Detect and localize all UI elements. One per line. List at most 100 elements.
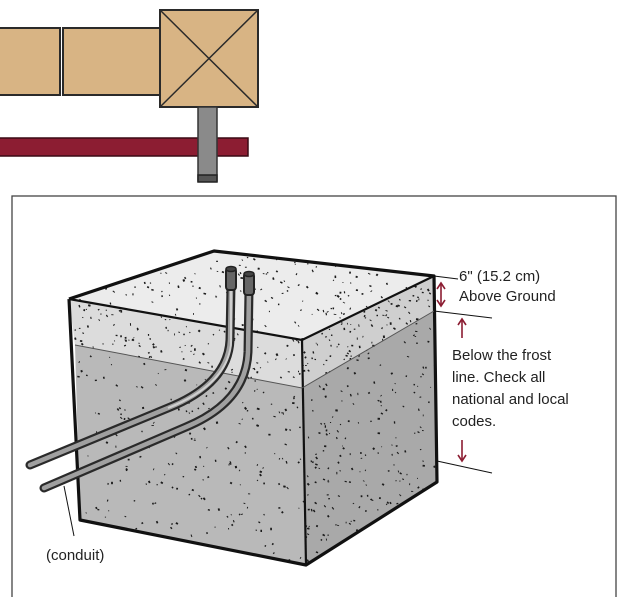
concrete-speckle — [95, 506, 98, 510]
concrete-speckle — [347, 420, 350, 423]
concrete-speckle — [175, 308, 179, 311]
concrete-speckle — [229, 481, 233, 485]
concrete-speckle — [345, 354, 348, 357]
concrete-speckle — [360, 457, 363, 459]
concrete-speckle — [310, 399, 313, 401]
concrete-speckle — [322, 533, 326, 537]
concrete-speckle — [109, 302, 112, 305]
concrete-speckle — [141, 430, 143, 433]
concrete-speckle — [273, 453, 276, 455]
concrete-speckle — [307, 436, 310, 439]
concrete-speckle — [379, 400, 382, 403]
concrete-speckle — [287, 286, 290, 289]
concrete-speckle — [237, 273, 240, 276]
concrete-speckle — [283, 280, 286, 283]
concrete-speckle — [247, 493, 251, 495]
concrete-speckle — [299, 556, 302, 559]
concrete-speckle — [89, 355, 92, 358]
concrete-speckle — [322, 450, 325, 452]
concrete-speckle — [377, 306, 381, 309]
concrete-speckle — [111, 481, 113, 485]
concrete-speckle — [142, 406, 145, 410]
concrete-speckle — [419, 448, 422, 451]
concrete-speckle — [199, 303, 201, 305]
concrete-speckle — [113, 340, 116, 342]
concrete-speckle — [177, 408, 180, 411]
concrete-speckle — [350, 355, 352, 357]
concrete-speckle — [102, 376, 105, 379]
concrete-speckle — [391, 453, 393, 456]
concrete-speckle — [198, 494, 201, 498]
concrete-speckle — [270, 403, 273, 405]
concrete-speckle — [229, 461, 232, 465]
concrete-speckle — [194, 273, 196, 275]
concrete-speckle — [108, 510, 110, 512]
concrete-speckle — [145, 483, 147, 486]
concrete-speckle — [190, 280, 193, 283]
concrete-speckle — [212, 333, 215, 336]
concrete-speckle — [135, 527, 138, 530]
concrete-speckle — [183, 276, 187, 280]
concrete-speckle — [339, 470, 341, 472]
concrete-speckle — [349, 453, 351, 456]
concrete-speckle — [311, 269, 314, 273]
concrete-speckle — [202, 497, 206, 501]
concrete-speckle — [97, 308, 100, 311]
concrete-speckle — [322, 363, 325, 366]
concrete-speckle — [125, 465, 128, 467]
concrete-speckle — [179, 346, 181, 348]
concrete-speckle — [78, 304, 81, 308]
concrete-speckle — [105, 314, 109, 318]
concrete-speckle — [350, 467, 354, 471]
concrete-speckle — [164, 369, 167, 371]
concrete-speckle — [116, 408, 120, 411]
concrete-speckle — [369, 319, 372, 322]
concrete-speckle — [325, 433, 328, 436]
concrete-speckle — [286, 290, 289, 292]
concrete-speckle — [372, 447, 376, 451]
concrete-speckle — [241, 259, 244, 262]
concrete-speckle — [190, 437, 193, 440]
concrete-speckle — [295, 340, 298, 342]
concrete-speckle — [379, 364, 382, 367]
concrete-speckle — [151, 425, 154, 426]
concrete-speckle — [201, 352, 205, 356]
concrete-speckle — [149, 337, 152, 340]
concrete-speckle — [120, 335, 122, 338]
concrete-speckle — [325, 359, 328, 362]
concrete-speckle — [226, 515, 229, 518]
concrete-speckle — [315, 266, 318, 268]
concrete-speckle — [169, 526, 173, 530]
concrete-speckle — [193, 313, 194, 315]
concrete-speckle — [341, 400, 343, 402]
concrete-speckle — [263, 352, 267, 355]
concrete-speckle — [228, 464, 230, 466]
concrete-speckle — [90, 316, 92, 320]
concrete-speckle — [267, 361, 269, 363]
concrete-speckle — [239, 272, 242, 275]
concrete-speckle — [365, 305, 368, 308]
concrete-speckle — [311, 409, 314, 412]
concrete-speckle — [409, 320, 412, 323]
concrete-speckle — [364, 510, 367, 513]
concrete-speckle — [167, 329, 169, 332]
concrete-speckle — [417, 408, 420, 412]
concrete-speckle — [256, 479, 259, 482]
concrete-speckle — [298, 370, 300, 373]
concrete-speckle — [398, 317, 401, 320]
concrete-speckle — [350, 520, 352, 522]
concrete-speckle — [348, 481, 352, 483]
concrete-speckle — [74, 329, 77, 331]
concrete-speckle — [118, 309, 121, 312]
concrete-speckle — [307, 263, 309, 265]
concrete-speckle — [306, 559, 310, 563]
concrete-speckle — [270, 527, 272, 531]
concrete-speckle — [293, 395, 296, 398]
concrete-speckle — [380, 412, 384, 415]
concrete-speckle — [263, 513, 265, 516]
concrete-speckle — [85, 308, 88, 311]
concrete-speckle — [378, 497, 381, 500]
concrete-speckle — [171, 463, 174, 466]
concrete-speckle — [429, 386, 432, 388]
concrete-speckle — [342, 301, 346, 304]
